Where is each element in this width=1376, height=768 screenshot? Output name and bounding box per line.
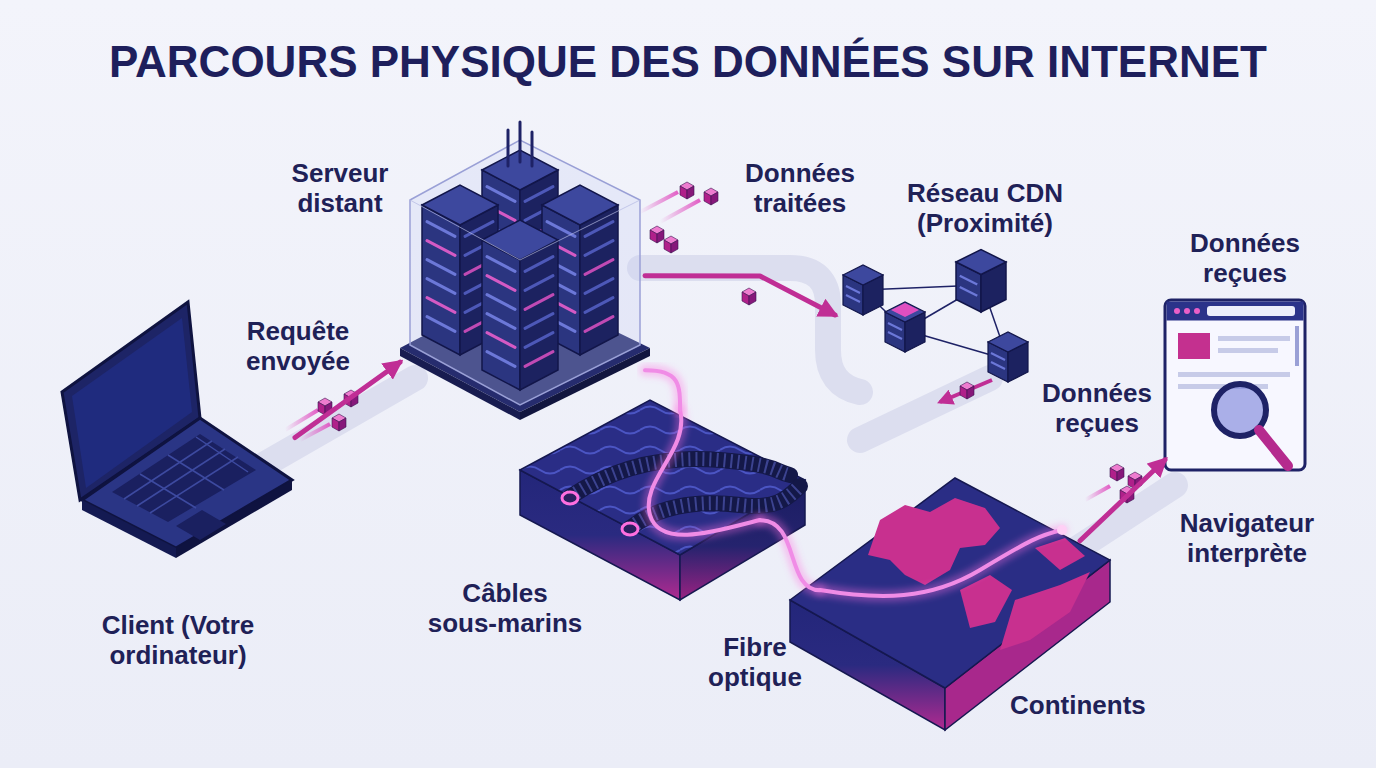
key-row bbox=[150, 457, 238, 513]
page-image bbox=[1178, 333, 1210, 359]
node-label: Client (Votre ordinateur) bbox=[101, 610, 256, 670]
fiber-glow bbox=[649, 410, 1067, 596]
text-line bbox=[1178, 372, 1290, 377]
browser-window bbox=[1165, 300, 1305, 470]
antenna bbox=[531, 132, 534, 166]
fiber-glow bbox=[645, 370, 680, 410]
fiber-optic-line bbox=[760, 520, 820, 590]
key-row bbox=[137, 449, 225, 506]
node-label: Câbles sous-marins bbox=[427, 578, 584, 638]
cdn-server bbox=[885, 302, 925, 352]
fiber-glow bbox=[649, 410, 760, 535]
path-band bbox=[860, 378, 990, 440]
data-packet bbox=[332, 414, 346, 431]
glass-edge bbox=[410, 200, 640, 260]
node-label: Continents bbox=[1010, 690, 1146, 720]
cdn-illustration bbox=[843, 250, 1028, 383]
text-line bbox=[1218, 336, 1290, 341]
scrollbar bbox=[1295, 326, 1299, 366]
window-dot bbox=[1174, 308, 1180, 314]
window-dot bbox=[1194, 308, 1200, 314]
laptop-keyboard bbox=[112, 434, 256, 522]
fiber-optic-line bbox=[645, 370, 680, 410]
edge-label: Données reçues bbox=[1042, 378, 1153, 438]
ocean-illustration bbox=[520, 400, 805, 600]
flow-arrow bbox=[940, 380, 992, 402]
data-packet bbox=[680, 182, 694, 199]
diagram-title: PARCOURS PHYSIQUE DES DONNÉES SUR INTERN… bbox=[109, 36, 1267, 88]
illustrated-node: Réseau CDN (Proximité) bbox=[835, 255, 1040, 380]
data-packet bbox=[742, 288, 756, 305]
antenna bbox=[519, 122, 522, 162]
illustrated-node: Serveur distant bbox=[400, 130, 645, 400]
motion-streak bbox=[1085, 486, 1110, 500]
fiber-glow bbox=[820, 530, 1062, 596]
url-bar bbox=[1207, 306, 1295, 316]
path-band bbox=[255, 378, 415, 470]
laptop-base bbox=[82, 418, 292, 548]
motion-streak bbox=[640, 192, 678, 212]
node-label: Réseau CDN (Proximité) bbox=[906, 178, 1065, 238]
illustrated-node: Continents bbox=[820, 480, 1080, 705]
key-col bbox=[196, 437, 248, 472]
fiber-line bbox=[820, 530, 1062, 596]
illustrated-node: Données reçuesNavigateur interprète bbox=[1165, 300, 1305, 470]
submarine-cable bbox=[570, 459, 790, 497]
title-bar: PARCOURS PHYSIQUE DES DONNÉES SUR INTERN… bbox=[0, 36, 1376, 88]
antenna bbox=[507, 130, 510, 166]
cdn-server bbox=[843, 265, 883, 315]
antennas bbox=[508, 122, 532, 166]
ocean-surface bbox=[520, 400, 805, 555]
map-surface bbox=[790, 478, 1110, 688]
flow-arrow bbox=[1080, 460, 1165, 541]
glass-case bbox=[410, 140, 640, 405]
landmass bbox=[1000, 572, 1090, 650]
landmass bbox=[1035, 538, 1085, 570]
data-packet bbox=[664, 236, 678, 253]
data-packet bbox=[1110, 464, 1124, 481]
fiber-line bbox=[649, 410, 760, 535]
server-illustration bbox=[400, 122, 650, 420]
node-label: Serveur distant bbox=[291, 158, 389, 218]
node-label: Navigateur interprète bbox=[1180, 508, 1315, 568]
laptop-touchpad bbox=[176, 510, 226, 540]
path-band bbox=[255, 268, 1175, 560]
keyboard-keys bbox=[124, 437, 248, 513]
magnifier-handle bbox=[1259, 430, 1288, 466]
key-col bbox=[168, 455, 224, 490]
window-dot bbox=[1184, 308, 1190, 314]
cdn-highlight bbox=[891, 303, 919, 317]
edge-label: Fibre optique bbox=[708, 632, 803, 692]
flow-arrow bbox=[645, 276, 835, 315]
illustrated-node: Câbles sous-marins bbox=[520, 410, 760, 600]
cdn-server bbox=[956, 250, 1006, 313]
node-label: Données reçues bbox=[1190, 228, 1301, 288]
edge-label: Données traitées bbox=[745, 158, 856, 218]
data-packet bbox=[650, 226, 664, 243]
data-packet bbox=[704, 188, 718, 205]
browser-header bbox=[1167, 302, 1304, 321]
data-packet bbox=[960, 382, 974, 399]
cable-end bbox=[562, 492, 578, 504]
text-line bbox=[1218, 348, 1278, 353]
cdn-server bbox=[988, 332, 1028, 382]
fiber-spark bbox=[1057, 525, 1067, 535]
browser-illustration bbox=[1165, 300, 1305, 470]
cable-rings bbox=[570, 459, 790, 497]
motion-streak bbox=[660, 200, 700, 222]
key-col bbox=[140, 474, 196, 508]
edge-label: Requête envoyée bbox=[246, 316, 351, 376]
cable-end bbox=[622, 523, 638, 535]
fiber-glow bbox=[760, 520, 820, 590]
